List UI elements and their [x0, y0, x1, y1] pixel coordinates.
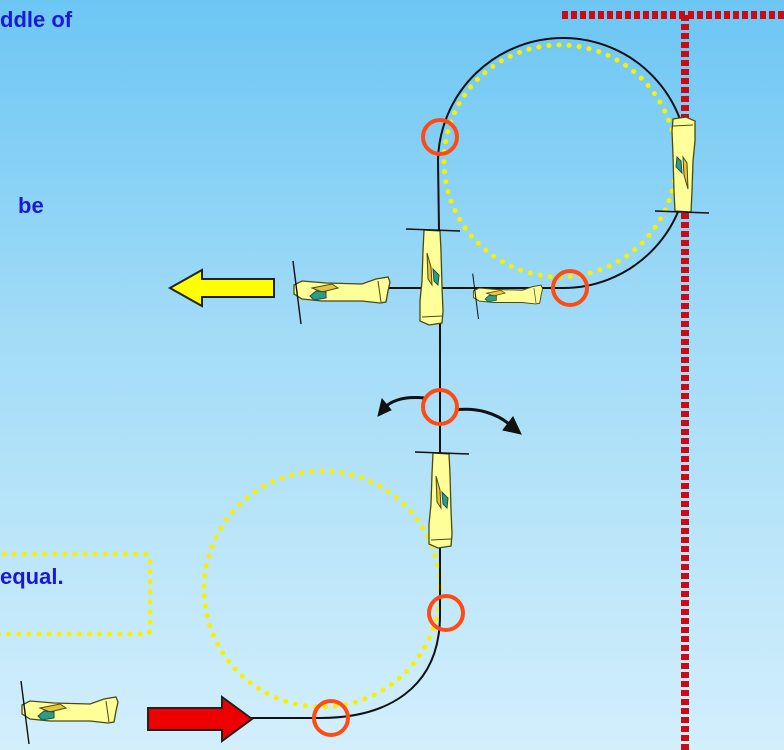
rotation-arrow-icon: [377, 396, 522, 435]
airplane-icon: [292, 260, 391, 325]
right-arrow-icon: [147, 695, 254, 743]
path-lower-loop: [250, 300, 441, 719]
checkpoint-circle-icon: [421, 118, 459, 156]
checkpoint-circle-icon: [312, 699, 350, 737]
upper-dotted-circle: [441, 42, 679, 280]
checkpoint-circle-icon: [551, 269, 589, 307]
airplane-icon: [405, 228, 461, 326]
text-fragment-boxed: equal.: [0, 564, 64, 589]
checkpoint-circle-icon: [427, 594, 465, 632]
airplane-icon: [654, 116, 710, 214]
lower-dotted-circle: [201, 468, 443, 710]
airplane-icon: [414, 451, 470, 549]
checkpoint-circles: [312, 118, 589, 737]
text-fragment-middle: be: [18, 193, 44, 218]
airplane-icon: [20, 680, 119, 745]
left-arrow-icon: [167, 268, 275, 308]
text-fragment-top: ddle of: [0, 7, 73, 32]
label-box-border: [0, 551, 153, 637]
airplane-icon: [472, 273, 544, 320]
checkpoint-circle-icon: [421, 388, 459, 426]
path-upper-loop: [386, 37, 689, 301]
dotted-circles: [0, 42, 679, 710]
flight-path: [250, 37, 689, 719]
